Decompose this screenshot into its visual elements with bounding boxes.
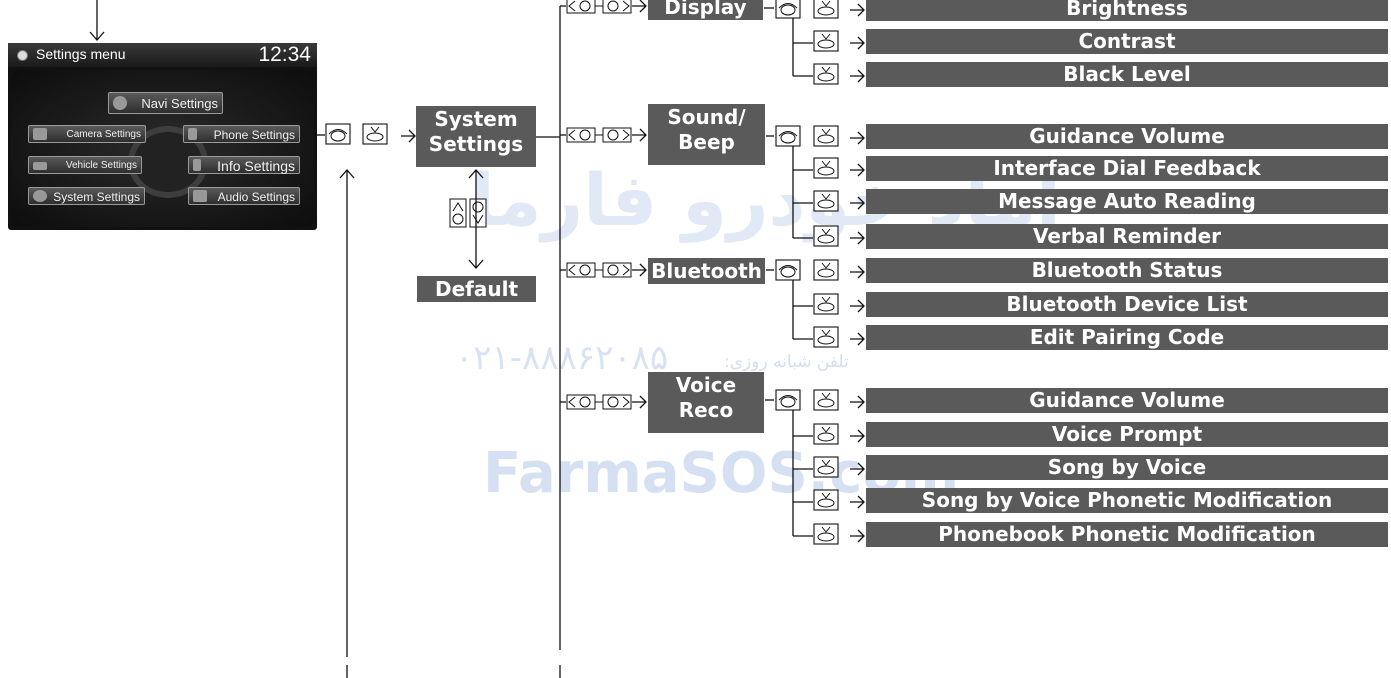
navi-icon — [113, 96, 127, 110]
leaf-song-by-voice-phonetic-modification: Song by Voice Phonetic Modification — [866, 488, 1388, 513]
voice-reco-node: Voice Reco — [648, 372, 764, 433]
sound-beep-press-icon-3 — [814, 226, 838, 246]
voice-reco-line1: Voice — [648, 373, 764, 398]
vehicle-icon — [33, 162, 47, 170]
leaf-message-auto-reading: Message Auto Reading — [866, 189, 1388, 214]
voice-reco-leaf-arrow-4 — [850, 530, 864, 542]
leaf-interface-dial-feedback: Interface Dial Feedback — [866, 156, 1388, 181]
camera-settings-button[interactable]: Camera Settings — [28, 125, 146, 143]
sound-beep-arrow-icon — [632, 129, 646, 141]
voice-reco-press-icon-4 — [814, 524, 838, 544]
leaf-black-level: Black Level — [866, 62, 1388, 87]
voice-reco-leaf-arrow-2 — [850, 463, 864, 475]
up-down-knob-icon — [450, 199, 486, 227]
display-press-icon-1 — [814, 31, 838, 51]
bluetooth-leaf-arrow-2 — [850, 333, 864, 345]
screen-clock: 12:34 — [258, 43, 311, 67]
system-settings-line1: System — [416, 107, 536, 132]
voice-reco-press-icon-2 — [814, 457, 838, 477]
sound-beep-node: Sound/ Beep — [648, 104, 765, 165]
voice-reco-dial-icon — [776, 390, 800, 410]
display-leaf-arrow-2 — [850, 70, 864, 82]
sound-beep-line1: Sound/ — [648, 105, 765, 130]
bluetooth-press-icon-0 — [814, 260, 838, 280]
display-press-icon-2 — [814, 64, 838, 84]
sound-beep-leaf-arrow-0 — [850, 132, 864, 144]
default-arrow-down-icon — [469, 260, 483, 268]
display-node: Display — [648, 0, 763, 20]
info-settings-button[interactable]: Info Settings — [188, 156, 300, 174]
vehicle-settings-button[interactable]: Vehicle Settings — [28, 156, 142, 174]
leaf-bluetooth-status: Bluetooth Status — [866, 258, 1388, 283]
bluetooth-slide-icon — [567, 263, 631, 277]
leaf-contrast: Contrast — [866, 29, 1388, 54]
return-arrow-up-icon — [340, 170, 354, 178]
sound-beep-leaf-arrow-1 — [850, 164, 864, 176]
info-icon — [193, 159, 201, 171]
sound-beep-slide-icon — [567, 128, 631, 142]
system-settings-button[interactable]: System Settings — [28, 187, 145, 205]
voice-reco-leaf-arrow-1 — [850, 430, 864, 442]
leaf-song-by-voice: Song by Voice — [866, 455, 1388, 480]
phone-settings-button[interactable]: Phone Settings — [183, 125, 300, 143]
leaf-guidance-volume: Guidance Volume — [866, 124, 1388, 149]
voice-reco-press-icon-1 — [814, 424, 838, 444]
settings-gear-icon — [17, 50, 28, 61]
system-settings-line2: Settings — [416, 132, 536, 157]
phone-icon — [188, 128, 197, 140]
leaf-edit-pairing-code: Edit Pairing Code — [866, 325, 1388, 350]
voice-reco-press-icon-3 — [814, 490, 838, 510]
voice-reco-arrow-icon — [632, 396, 646, 408]
leaf-bluetooth-device-list: Bluetooth Device List — [866, 292, 1388, 317]
default-node: Default — [417, 276, 536, 302]
default-arrow-up-icon — [469, 170, 483, 178]
settings-menu-screenshot: Settings menu 12:34 Navi Settings Camera… — [8, 43, 317, 230]
display-arrow-icon — [632, 0, 646, 12]
voice-reco-press-icon-0 — [814, 390, 838, 410]
bluetooth-arrow-icon — [632, 264, 646, 276]
screen-body: Navi Settings Camera Settings Phone Sett… — [11, 70, 314, 227]
screen-title: Settings menu — [36, 46, 126, 62]
voice-reco-leaf-arrow-3 — [850, 496, 864, 508]
leaf-brightness: Brightness — [866, 0, 1388, 21]
leaf-voice-guidance-volume: Guidance Volume — [866, 388, 1388, 413]
bluetooth-press-icon-1 — [814, 294, 838, 314]
audio-settings-button[interactable]: Audio Settings — [188, 187, 300, 205]
leaf-phonebook-phonetic-modification: Phonebook Phonetic Modification — [866, 522, 1388, 547]
voice-reco-leaf-arrow-0 — [850, 396, 864, 408]
system-settings-node: System Settings — [416, 106, 536, 167]
dial-knob-icon — [326, 124, 350, 144]
sound-beep-press-icon-1 — [814, 158, 838, 178]
bluetooth-dial-icon — [776, 260, 800, 280]
display-dial-icon — [776, 0, 800, 18]
sound-beep-press-icon-0 — [814, 126, 838, 146]
sound-beep-leaf-arrow-2 — [850, 197, 864, 209]
bluetooth-node: Bluetooth — [648, 258, 765, 284]
bluetooth-leaf-arrow-1 — [850, 300, 864, 312]
audio-icon — [193, 190, 207, 202]
display-press-icon-0 — [814, 0, 838, 18]
leaf-verbal-reminder: Verbal Reminder — [866, 224, 1388, 249]
bluetooth-press-icon-2 — [814, 327, 838, 347]
navi-settings-button[interactable]: Navi Settings — [108, 92, 223, 114]
system-settings-arrow-icon — [401, 130, 415, 142]
entry-arrow-icon — [90, 32, 104, 40]
voice-reco-line2: Reco — [648, 398, 764, 423]
watermark-phone: ۰۲۱-۸۸۸۶۲۰۸۵ — [455, 338, 668, 378]
sound-beep-press-icon-2 — [814, 191, 838, 211]
sound-beep-leaf-arrow-3 — [850, 232, 864, 244]
screen-header: Settings menu 12:34 — [8, 43, 317, 67]
press-knob-icon — [363, 124, 387, 144]
display-slide-icon — [567, 0, 631, 13]
display-leaf-arrow-1 — [850, 37, 864, 49]
sound-beep-dial-icon — [776, 126, 800, 146]
leaf-voice-prompt: Voice Prompt — [866, 422, 1388, 447]
voice-reco-slide-icon — [567, 395, 631, 409]
bluetooth-leaf-arrow-0 — [850, 266, 864, 278]
display-leaf-arrow-0 — [850, 4, 864, 16]
gear-icon — [33, 190, 47, 202]
camera-icon — [33, 128, 47, 140]
watermark-phone-label: تلفن شبانه روزی: — [724, 352, 849, 372]
sound-beep-line2: Beep — [648, 130, 765, 155]
